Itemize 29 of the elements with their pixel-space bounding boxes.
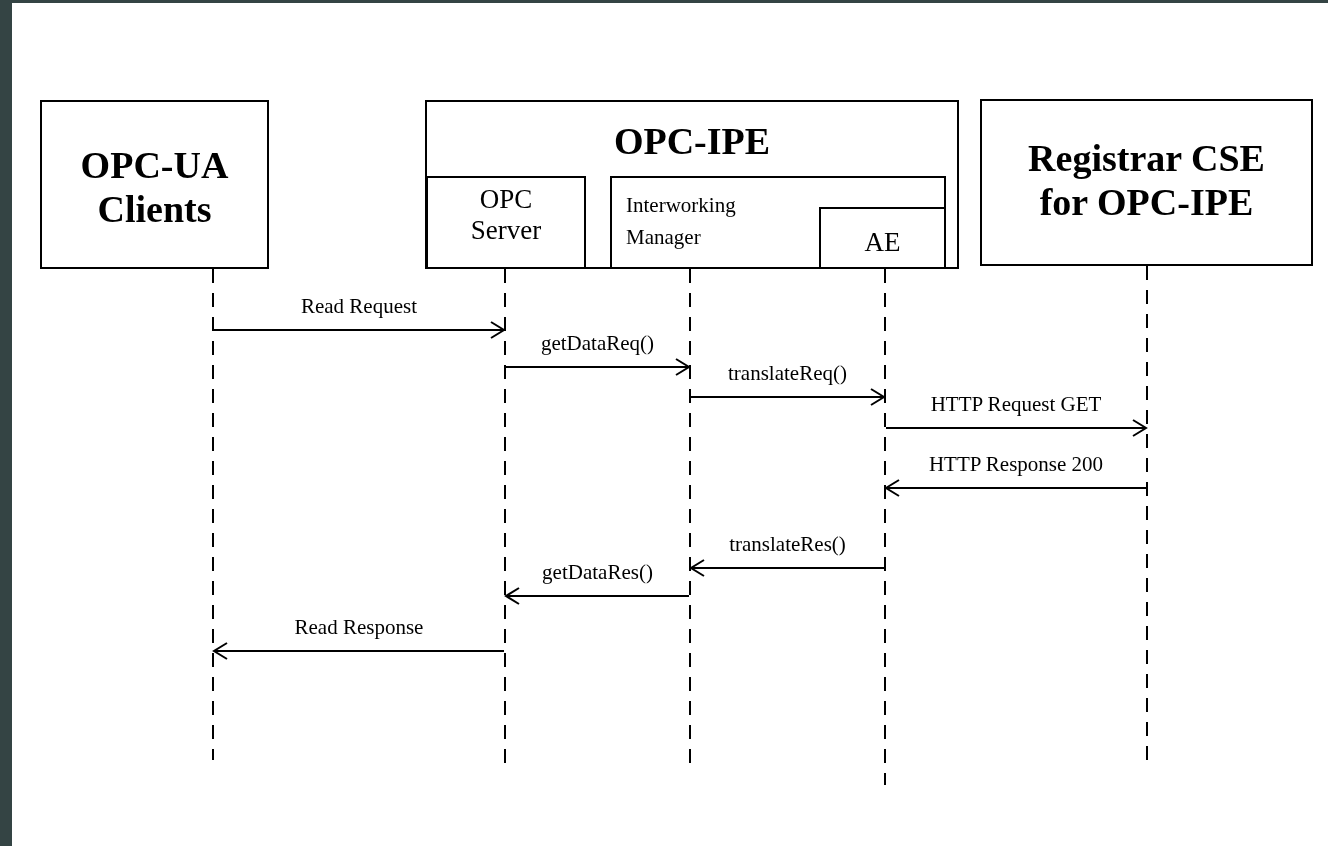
- participant-name: AE: [863, 227, 902, 259]
- message-arrow: [505, 358, 690, 376]
- participant-box: [425, 100, 959, 269]
- edge-label: translateReq(): [726, 362, 849, 386]
- message-arrow: [213, 642, 505, 660]
- participant-name: OPC-IPE: [612, 120, 772, 164]
- participant-box: [980, 99, 1313, 266]
- participant-name: OPC Server: [469, 184, 543, 247]
- message-arrow: [690, 388, 885, 406]
- lifeline: [212, 268, 214, 761]
- component-box: [426, 176, 586, 269]
- edge-label: translateRes(): [727, 533, 848, 557]
- participant-name: Interworking Manager: [626, 192, 737, 251]
- message-arrow: [505, 587, 690, 605]
- lifeline: [1146, 265, 1148, 761]
- message-arrow: [213, 321, 505, 339]
- lifeline: [504, 268, 506, 766]
- message-arrow: [885, 419, 1147, 437]
- edge-label: getDataReq(): [538, 332, 657, 356]
- edge-label: getDataRes(): [540, 561, 655, 585]
- participant-box: [40, 100, 269, 269]
- component-box: [819, 207, 946, 269]
- participant-name: Registrar CSE for OPC-IPE: [1027, 137, 1266, 225]
- participant-name: OPC-UA Clients: [79, 144, 230, 232]
- lifeline: [884, 268, 886, 786]
- component-box: [610, 176, 946, 269]
- lifeline: [689, 268, 691, 766]
- message-arrow: [690, 559, 885, 577]
- message-arrow: [885, 479, 1147, 497]
